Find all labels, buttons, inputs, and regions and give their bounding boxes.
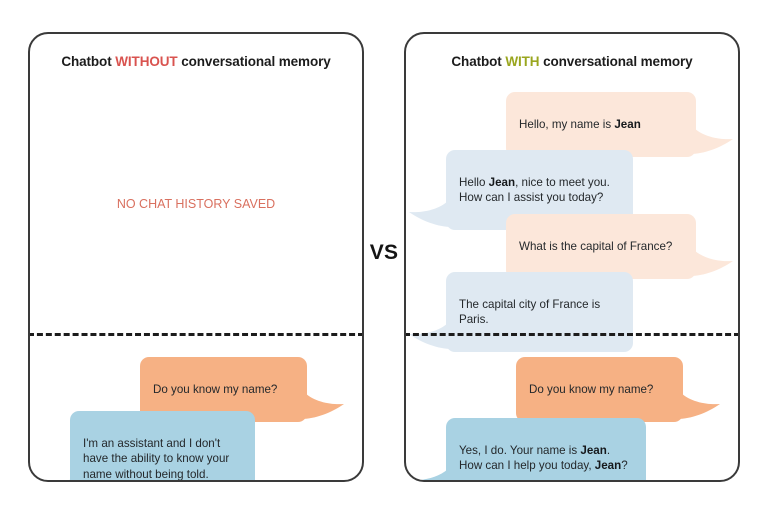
- chat-bubble-text: Do you know my name?: [153, 382, 278, 396]
- panel-title-prefix: Chatbot: [451, 54, 506, 69]
- chat-bubble-bot: Hello Jean, nice to meet you. How can I …: [409, 150, 633, 231]
- chat-bubble-bot: Yes, I do. Your name is Jean. How can I …: [419, 418, 646, 480]
- bubble-tail-icon: [68, 477, 76, 480]
- chat-bubble-user: Do you know my name?: [516, 357, 720, 422]
- chat-bubble-user: Do you know my name?: [140, 357, 344, 422]
- chat-bubble-text: What is the capital of France?: [519, 239, 673, 253]
- chat-bubble-emphasis: Jean: [488, 175, 516, 189]
- panel-title-highlight: WITHOUT: [115, 54, 178, 69]
- chat-bubble-bot: The capital city of France is Paris.: [409, 272, 633, 353]
- chat-bubble-text: Hello, my name is: [519, 117, 615, 131]
- panel-title-prefix: Chatbot: [61, 54, 116, 69]
- session-divider: [406, 333, 738, 336]
- chat-bubble-text: Do you know my name?: [529, 382, 654, 396]
- no-chat-history-notice: NO CHAT HISTORY SAVED: [116, 197, 276, 211]
- panel-title-highlight: WITH: [505, 54, 540, 69]
- chat-bubble-user: Hello, my name is Jean: [506, 92, 733, 157]
- chat-bubble-bot: I'm an assistant and I don't have the ab…: [68, 411, 255, 481]
- panel-without-memory: Chatbot WITHOUT conversational memory NO…: [28, 32, 364, 482]
- chat-bubble-text-cont: . How can I help you today,: [459, 443, 611, 473]
- bubble-tail-icon: [409, 323, 452, 350]
- chat-bubble-text: The capital city of France is Paris.: [459, 297, 601, 327]
- bubble-tail-icon: [690, 249, 733, 276]
- chat-bubble-emphasis: Jean: [580, 443, 607, 457]
- chat-bubble-text: I'm an assistant and I don't have the ab…: [83, 436, 230, 481]
- chat-bubble-text: Hello: [459, 175, 489, 189]
- bubble-tail-icon: [301, 392, 344, 419]
- bubble-tail-icon: [690, 127, 733, 154]
- chat-bubble-text: Yes, I do. Your name is: [459, 443, 581, 457]
- chat-bubble-text-end: ?: [621, 459, 628, 473]
- chat-bubble-user: What is the capital of France?: [506, 214, 733, 279]
- bubble-tail-icon: [677, 392, 720, 419]
- panel-title-with-memory: Chatbot WITH conversational memory: [406, 54, 738, 69]
- chat-bubble-emphasis-2: Jean: [594, 459, 622, 473]
- bubble-tail-icon: [419, 469, 452, 480]
- versus-label: VS: [369, 241, 399, 264]
- session-divider: [30, 333, 362, 336]
- panel-title-without-memory: Chatbot WITHOUT conversational memory: [30, 54, 362, 69]
- panel-with-memory: Chatbot WITH conversational memory Hello…: [404, 32, 740, 482]
- panel-title-suffix: conversational memory: [539, 54, 693, 69]
- chat-bubble-text-cont: , nice to meet you. How can I assist you…: [459, 175, 610, 205]
- panel-title-suffix: conversational memory: [177, 54, 331, 69]
- bubble-tail-icon: [409, 201, 452, 228]
- chat-bubble-emphasis: Jean: [614, 117, 641, 131]
